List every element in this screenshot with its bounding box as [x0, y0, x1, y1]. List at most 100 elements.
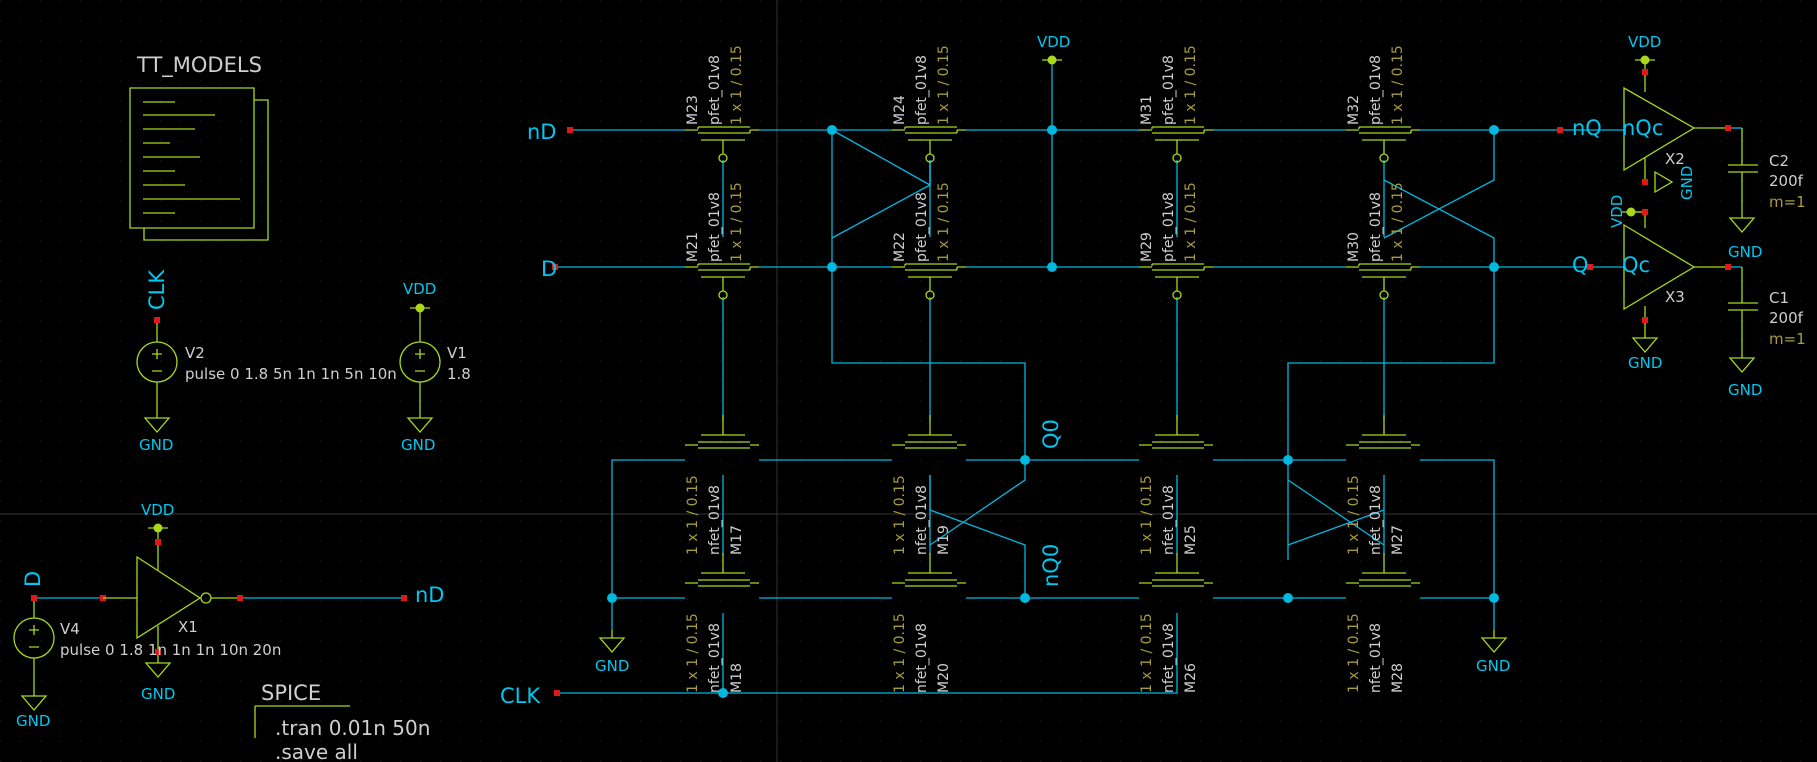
transistor-size: 1 x 1 / 0.15	[685, 475, 701, 555]
junction-dot	[827, 262, 837, 272]
v2-source-icon	[136, 341, 178, 383]
transistor-ref: M27	[1390, 525, 1406, 555]
pmos-transistor	[892, 126, 966, 134]
pmos-transistor	[685, 263, 759, 271]
transistor-model: pfet_01v8	[1368, 55, 1384, 125]
c1-ref: C1	[1769, 289, 1789, 307]
wire	[929, 460, 1026, 546]
transistor-model: nfet_01v8	[707, 485, 723, 555]
wire	[1383, 179, 1495, 267]
pin-square	[1725, 264, 1731, 270]
junction-dot	[607, 593, 617, 603]
junction-dot	[1489, 593, 1499, 603]
transistor-size: 1 x 1 / 0.15	[936, 45, 952, 125]
transistor-ref: M19	[936, 525, 952, 555]
transistor-model: nfet_01v8	[1368, 485, 1384, 555]
wire	[929, 475, 1026, 598]
junction-dot	[1047, 262, 1057, 272]
pin-square	[1642, 179, 1648, 185]
ground-icon	[1480, 630, 1508, 653]
x3-vdd-label: VDD	[1608, 195, 1626, 228]
transistor-model: pfet_01v8	[1161, 192, 1177, 262]
pmos-transistor	[892, 263, 966, 271]
junction-dot	[827, 125, 837, 135]
pin-square	[1642, 69, 1648, 75]
wire	[611, 459, 685, 598]
transistor-model: pfet_01v8	[707, 55, 723, 125]
pin-square	[1587, 264, 1593, 270]
net-label-nD: nD	[527, 120, 556, 144]
transistor-ref: M26	[1183, 663, 1199, 693]
transistor-model: nfet_01v8	[707, 623, 723, 693]
v1-gnd-label: GND	[401, 436, 435, 454]
v4-source-icon	[13, 617, 55, 659]
transistor-ref: M32	[1346, 95, 1362, 125]
transistor-ref: M24	[892, 95, 908, 125]
transistor-ref: M23	[685, 95, 701, 125]
x3-out-label: Qc	[1622, 253, 1650, 277]
v1-value: 1.8	[447, 365, 471, 383]
transistor-ref: M20	[936, 663, 952, 693]
transistor-size: 1 x 1 / 0.15	[729, 45, 745, 125]
x2-gnd-icon	[1654, 170, 1674, 194]
transistor-size: 1 x 1 / 0.15	[1139, 613, 1155, 693]
c2-gnd-label: GND	[1728, 243, 1762, 261]
gnd-label-left: GND	[595, 657, 629, 675]
nmos-transistor	[685, 579, 759, 587]
transistor-model: pfet_01v8	[914, 55, 930, 125]
wire	[831, 129, 931, 186]
pin-square	[155, 649, 161, 655]
transistor-size: 1 x 1 / 0.15	[936, 182, 952, 262]
v2-value: pulse 0 1.8 5n 1n 1n 5n 10n	[185, 365, 397, 383]
ground-icon	[144, 655, 172, 678]
transistor-size: 1 x 1 / 0.15	[1183, 182, 1199, 262]
transistor-ref: M31	[1139, 95, 1155, 125]
x3-in-label: Q	[1572, 253, 1589, 277]
junction-dot	[1283, 455, 1293, 465]
c2-value: 200f	[1769, 172, 1804, 190]
ground-icon	[1631, 330, 1659, 353]
junction-dot	[1020, 593, 1030, 603]
pmos-transistor	[1346, 126, 1420, 134]
pin-square	[1642, 209, 1648, 215]
pin-square	[567, 127, 573, 133]
x3-inverter-icon	[1623, 223, 1728, 311]
v4-source-icon-polarity	[29, 625, 39, 648]
transistor-model: pfet_01v8	[1368, 192, 1384, 262]
pin-square	[154, 317, 160, 323]
pin-square	[1557, 127, 1563, 133]
transistor-size: 1 x 1 / 0.15	[1346, 475, 1362, 555]
spice-line-2: .save all	[275, 740, 358, 762]
junction-dots	[607, 125, 1499, 698]
nmos-transistor	[685, 441, 759, 449]
spice-line-1: .tran 0.01n 50n	[275, 716, 430, 740]
x1-vdd-label: VDD	[141, 501, 174, 519]
junction-dot	[1489, 262, 1499, 272]
net-label-nQ0: nQ0	[1039, 544, 1063, 587]
c2-mult: m=1	[1769, 193, 1806, 211]
c2-capacitor-icon	[1728, 128, 1758, 210]
c1-value: 200f	[1769, 309, 1804, 327]
symbols	[13, 55, 1758, 738]
transistor-ref: M18	[729, 663, 745, 693]
net-label-VDD-top: VDD	[1037, 33, 1070, 51]
transistor-size: 1 x 1 / 0.15	[1390, 182, 1406, 262]
v1-source-icon	[399, 341, 441, 383]
v1-ref: V1	[447, 344, 467, 362]
pin-square	[401, 595, 407, 601]
nmos-transistor	[1346, 579, 1420, 587]
spice-title: SPICE	[261, 681, 321, 705]
ground-icon	[20, 688, 48, 711]
ground-icon	[1728, 350, 1756, 373]
transistor-ref: M25	[1183, 525, 1199, 555]
wire	[831, 267, 1026, 460]
models-doc-icon	[129, 87, 269, 241]
ground-icon	[406, 410, 434, 433]
v2-source-icon-polarity	[152, 349, 162, 372]
pin-square	[1725, 125, 1731, 131]
spice-block-bracket	[254, 705, 350, 738]
transistor-model: nfet_01v8	[914, 485, 930, 555]
x1-out-label: nD	[415, 583, 444, 607]
